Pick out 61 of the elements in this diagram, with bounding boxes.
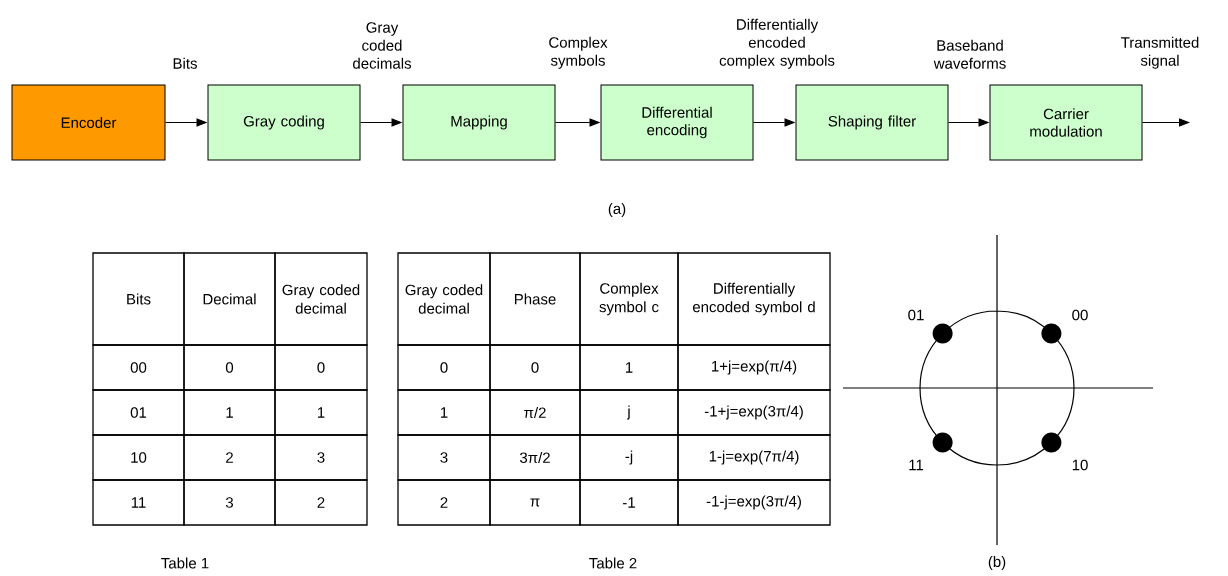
table-cell: 01 xyxy=(92,389,185,436)
table-cell: 0 xyxy=(489,344,581,391)
table-cell: 3 xyxy=(397,434,491,481)
table-cell: 1 xyxy=(579,344,679,391)
table-cell: π/2 xyxy=(489,389,581,436)
table-caption: Table 1 xyxy=(161,557,209,569)
arrow xyxy=(948,118,989,127)
process-box: Differential encoding xyxy=(600,84,754,161)
table-cell: 11 xyxy=(92,479,185,526)
point-label: 00 xyxy=(1072,309,1088,321)
table-cell: 2 xyxy=(274,479,368,526)
table-cell: Gray coded decimal xyxy=(274,252,368,346)
table-cell: -j xyxy=(579,434,679,481)
table-cell: 00 xyxy=(92,344,185,391)
table-cell: 0 xyxy=(397,344,491,391)
edge-label: Gray coded decimals xyxy=(353,22,412,69)
arrow xyxy=(165,118,207,127)
process-box: Mapping xyxy=(402,84,556,161)
point-label: 10 xyxy=(1072,459,1088,471)
table-cell: 2 xyxy=(183,434,276,481)
arrow xyxy=(555,118,600,127)
table-cell: π xyxy=(489,479,581,526)
table-cell: 1 xyxy=(183,389,276,436)
table-cell: 3π/2 xyxy=(489,434,581,481)
table-cell: -1+j=exp(3π/4) xyxy=(677,389,831,436)
table-cell: 3 xyxy=(183,479,276,526)
process-box: Gray coding xyxy=(207,84,361,161)
table-cell: 1-j=exp(7π/4) xyxy=(677,434,831,481)
table-cell: -1 xyxy=(579,479,679,526)
table-cell: 1 xyxy=(397,389,491,436)
process-box: Encoder xyxy=(11,84,166,161)
table-cell: -1-j=exp(3π/4) xyxy=(677,479,831,526)
table-cell: j xyxy=(579,389,679,436)
table-cell: Complex symbol c xyxy=(579,252,679,346)
arrow xyxy=(360,118,402,127)
table-cell: Phase xyxy=(489,252,581,346)
table-cell: Differentially encoded symbol d xyxy=(677,252,831,346)
edge-label: Bits xyxy=(173,57,197,69)
table-cell: Decimal xyxy=(183,252,276,346)
table-cell: 0 xyxy=(183,344,276,391)
process-box: Carrier modulation xyxy=(989,84,1143,161)
arrow xyxy=(1142,118,1190,127)
point-label: 11 xyxy=(909,459,924,471)
edge-label: Complex symbols xyxy=(549,36,608,69)
table-cell: Bits xyxy=(92,252,185,346)
figure-label: (a) xyxy=(608,203,626,217)
table-cell: 0 xyxy=(274,344,368,391)
table-cell: 3 xyxy=(274,434,368,481)
table-cell: 10 xyxy=(92,434,185,481)
point-label: 01 xyxy=(908,309,924,321)
table-cell: 1 xyxy=(274,389,368,436)
table-cell: Gray coded decimal xyxy=(397,252,491,346)
table-cell: 1+j=exp(π/4) xyxy=(677,344,831,391)
figure-label: (b) xyxy=(988,556,1006,570)
arrow xyxy=(753,118,795,127)
edge-label: Baseband waveforms xyxy=(933,39,1006,69)
table-cell: 2 xyxy=(397,479,491,526)
edge-label: Transmitted signal xyxy=(1121,36,1199,69)
edge-label: Differentially encoded complex symbols xyxy=(719,18,835,69)
process-box: Shaping filter xyxy=(795,84,949,161)
table-caption: Table 2 xyxy=(589,557,637,569)
